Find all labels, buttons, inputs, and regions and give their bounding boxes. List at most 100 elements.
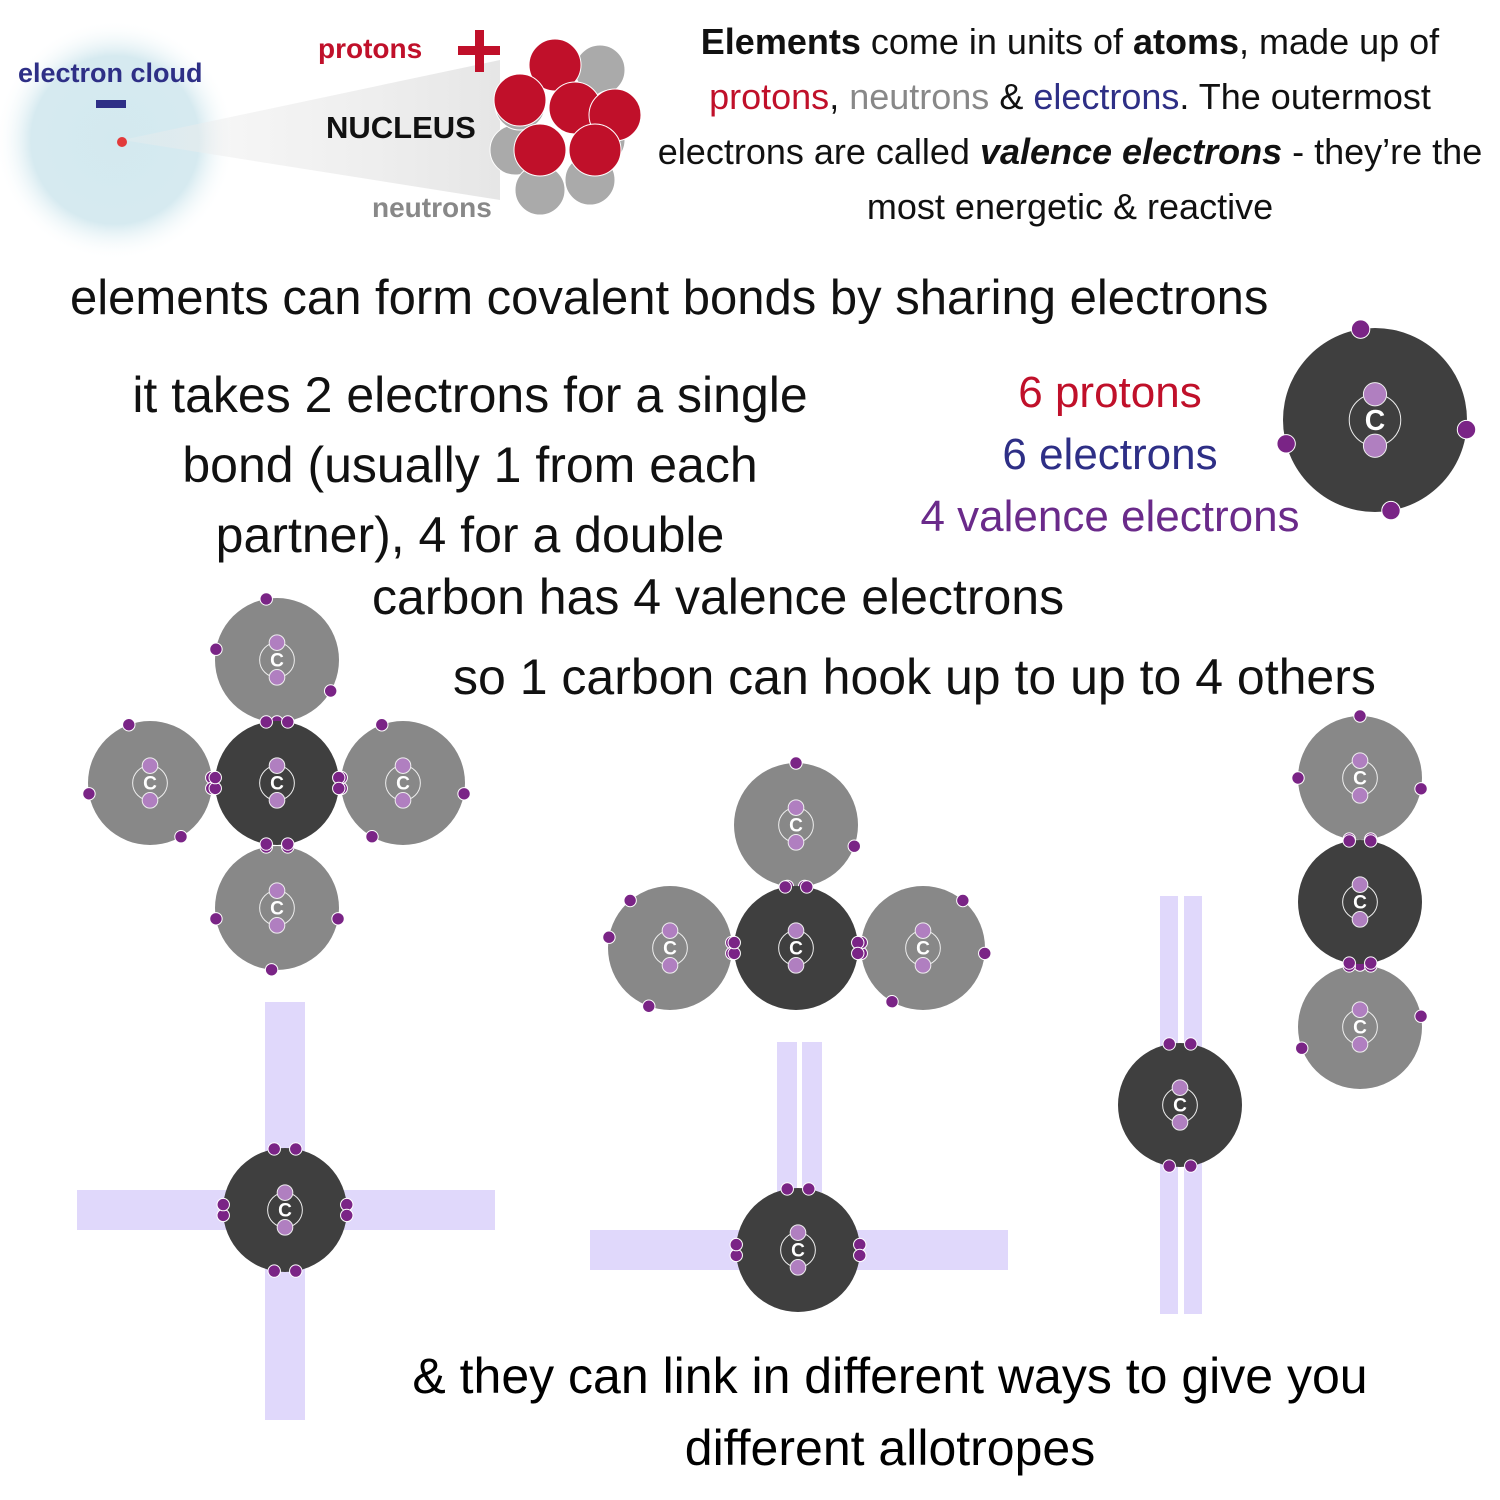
bond-text-line: it takes 2 electrons for a single xyxy=(132,367,808,423)
valence-electron xyxy=(885,994,899,1009)
valence-electron xyxy=(216,1197,230,1212)
inner-electron xyxy=(1351,787,1369,804)
carbon-atom: C xyxy=(1118,1037,1242,1173)
bond-bar xyxy=(802,1042,822,1192)
atom-shell xyxy=(215,846,339,970)
atom-symbol: C xyxy=(1365,405,1385,437)
minus-sign-icon xyxy=(96,100,126,108)
proton xyxy=(493,73,547,127)
atom-symbol: C xyxy=(270,899,284,920)
carbon-atom: C xyxy=(1298,834,1422,970)
bond-text-line: bond (usually 1 from each xyxy=(182,437,758,493)
atom-shell xyxy=(1118,1043,1242,1167)
proton xyxy=(513,123,567,177)
inner-electron xyxy=(268,634,286,651)
atom-symbol: C xyxy=(663,939,677,960)
intro-text: - they’re the most energetic & reactive xyxy=(866,131,1483,227)
atom-symbol: C xyxy=(1353,769,1367,790)
atom-shell xyxy=(1283,328,1467,512)
atom-shell xyxy=(1298,840,1422,964)
carbon-atom: C xyxy=(209,840,345,977)
zoom-cone xyxy=(122,60,500,200)
intro-word: Elements xyxy=(700,21,861,62)
valence-electron xyxy=(457,787,471,801)
atom-shell xyxy=(215,598,339,722)
valence-electron xyxy=(281,837,295,851)
valence-electron xyxy=(623,893,637,908)
atom-symbol: C xyxy=(1353,893,1367,914)
atom-symbol: C xyxy=(1173,1096,1187,1117)
headline: elements can form covalent bonds by shar… xyxy=(70,271,1269,325)
carbon-atom: C xyxy=(1276,319,1477,521)
valence-electron xyxy=(802,1182,816,1196)
valence-electron xyxy=(978,946,992,961)
inner-electron xyxy=(1351,1001,1369,1018)
electrons-count: 6 electrons xyxy=(1002,430,1218,479)
valence-electron xyxy=(727,935,741,950)
intro-text: , xyxy=(829,76,850,117)
bond-bar xyxy=(777,1042,797,1192)
valence-electron xyxy=(1353,709,1367,723)
carbon-atom: C xyxy=(209,592,339,729)
valence-electron xyxy=(602,930,616,944)
intro-text: , made up of xyxy=(1239,21,1440,62)
intro-electrons: electrons xyxy=(1033,76,1180,117)
valence-electron xyxy=(780,1182,794,1196)
valence-electron xyxy=(1162,1159,1176,1173)
inner-electron xyxy=(268,882,286,899)
carbon-facts: 6 protons 6 electrons 4 valence electron… xyxy=(880,362,1340,548)
nucleus-dot xyxy=(117,137,127,147)
atom-symbol: C xyxy=(396,774,410,795)
atom-shell xyxy=(223,1148,347,1272)
inner-electron xyxy=(1362,382,1388,407)
atom-shell xyxy=(861,886,985,1010)
atom-symbol: C xyxy=(270,774,284,795)
valence-electron xyxy=(1162,1037,1176,1051)
valence-electron xyxy=(851,946,865,961)
atom-shell xyxy=(341,721,465,845)
atom-shell xyxy=(88,721,212,845)
valence-electron xyxy=(323,684,338,698)
valence-electron xyxy=(122,718,136,732)
atom-shell xyxy=(1298,965,1422,1089)
intro-text: . The outermost electrons are called xyxy=(657,76,1431,172)
nucleus-icon xyxy=(489,38,642,216)
carbon-valence-text: carbon has 4 valence electrons xyxy=(372,569,1065,625)
inner-electron xyxy=(789,1224,807,1241)
carbon-atom: C xyxy=(216,1142,354,1278)
valence-electron xyxy=(800,880,814,894)
carbon-atom: C xyxy=(734,756,861,894)
intro-word: atoms xyxy=(1133,21,1240,62)
atom-shell xyxy=(736,1188,860,1312)
inner-electron xyxy=(1351,876,1369,893)
atom-symbol: C xyxy=(791,1241,805,1262)
valence-electron xyxy=(332,781,346,796)
inner-electron xyxy=(1351,1036,1369,1053)
valence-electron xyxy=(847,839,861,853)
allotropes-line: different allotropes xyxy=(684,1420,1096,1476)
valence-electron xyxy=(174,829,188,844)
intro-text: & xyxy=(989,76,1034,117)
inner-electron xyxy=(276,1184,294,1201)
inner-electron xyxy=(787,799,805,816)
valence-electron xyxy=(1364,834,1378,848)
valence-electron xyxy=(375,718,389,732)
valence-electron xyxy=(853,1248,867,1263)
valence-electron xyxy=(259,837,273,851)
valence-electron xyxy=(264,963,279,977)
inner-electron xyxy=(1171,1079,1189,1096)
proton xyxy=(568,123,622,177)
inner-electron xyxy=(787,922,805,939)
valence-count: 4 valence electrons xyxy=(920,492,1300,541)
atom-shell xyxy=(608,886,732,1010)
atom-symbol: C xyxy=(789,939,803,960)
valence-electron xyxy=(259,715,273,729)
valence-electron xyxy=(1381,500,1401,521)
carbon-atom: C xyxy=(727,880,865,1010)
intro-text: come in units of xyxy=(860,21,1134,62)
atom-symbol: C xyxy=(789,816,803,837)
valence-electron xyxy=(1342,956,1356,970)
inner-electron xyxy=(394,792,412,809)
